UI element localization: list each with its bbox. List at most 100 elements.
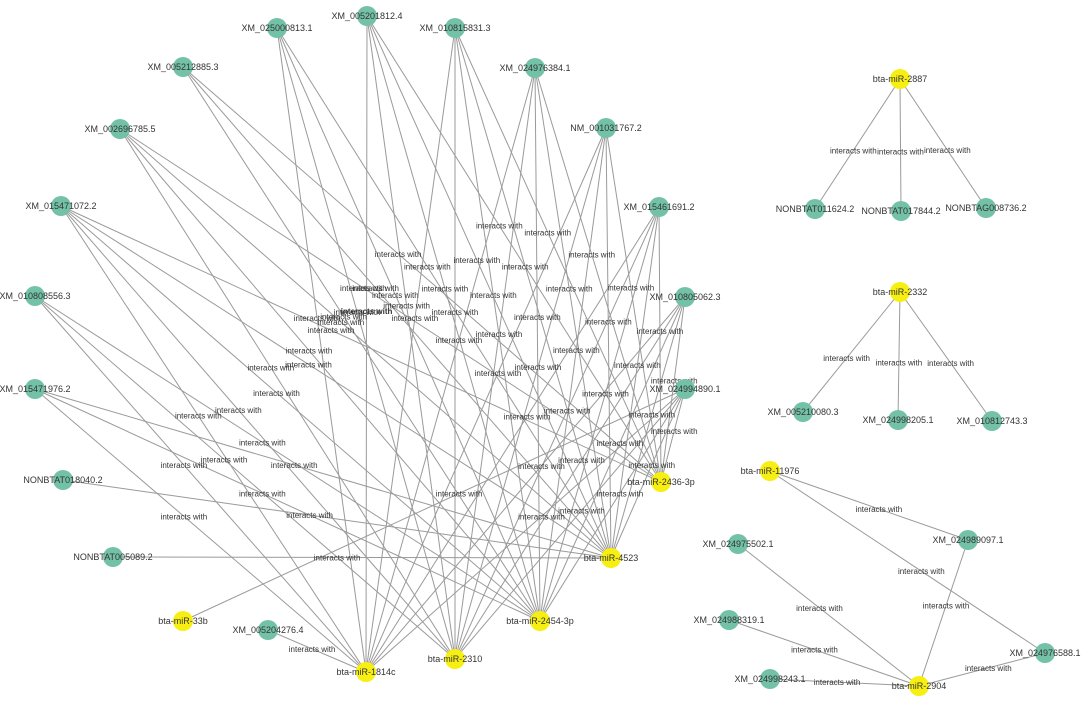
edge-bta-mir-4523-to-xm-015461691-2 — [610, 206, 660, 559]
node-circle[interactable] — [356, 662, 376, 682]
target-node-nm-001031767-2[interactable]: NM_001031767.2 — [570, 118, 642, 138]
edge-bta-mir-2454-3p-to-xm-024994890-1 — [539, 388, 686, 622]
target-node-xm-024998243-1[interactable]: XM_024998243.1 — [734, 669, 806, 689]
node-circle[interactable] — [888, 410, 908, 430]
mirna-node-bta-mir-2887[interactable]: bta-miR-2887 — [873, 69, 928, 89]
target-node-xm-025000813-1[interactable]: XM_025000813.1 — [241, 18, 313, 38]
node-circle[interactable] — [601, 548, 621, 568]
target-node-xm-015471072-2[interactable]: XM_015471072.2 — [25, 196, 97, 216]
node-circle[interactable] — [728, 534, 748, 554]
target-node-xm-005201812-4[interactable]: XM_005201812.4 — [331, 6, 403, 26]
node-circle[interactable] — [793, 402, 813, 422]
node-circle[interactable] — [530, 611, 550, 631]
node-circle[interactable] — [445, 18, 465, 38]
edge-bta-mir-4523-to-xm-015471976-2 — [34, 388, 612, 559]
mirna-node-bta-mir-4523[interactable]: bta-miR-4523 — [584, 548, 639, 568]
edge-bta-mir-2436-3p-to-xm-010805062-3 — [660, 296, 686, 483]
node-circle[interactable] — [173, 611, 193, 631]
node-circle[interactable] — [760, 461, 780, 481]
mirna-node-bta-mir-2332[interactable]: bta-miR-2332 — [873, 282, 928, 302]
node-circle[interactable] — [976, 198, 996, 218]
edge-bta-mir-4523-to-xm-024976384-1 — [534, 67, 612, 559]
target-node-xm-024976588-1[interactable]: XM_024976588.1 — [1009, 643, 1081, 663]
target-node-xm-002696785-5[interactable]: XM_002696785.5 — [84, 119, 156, 139]
target-node-xm-010815831-3[interactable]: XM_010815831.3 — [419, 18, 491, 38]
node-circle[interactable] — [173, 57, 193, 77]
edge-bta-mir-4523-to-xm-005201812-4 — [366, 15, 612, 559]
target-node-nonbtag008736-2[interactable]: NONBTAG008736.2 — [945, 198, 1027, 218]
node-circle[interactable] — [258, 620, 278, 640]
node-circle[interactable] — [110, 119, 130, 139]
node-circle[interactable] — [675, 287, 695, 307]
node-circle[interactable] — [805, 199, 825, 219]
target-node-nonbtat011624-2[interactable]: NONBTAT011624.2 — [776, 199, 855, 219]
node-circle[interactable] — [445, 649, 465, 669]
node-circle[interactable] — [890, 69, 910, 89]
mirna-node-bta-mir-2904[interactable]: bta-miR-2904 — [892, 676, 947, 696]
edge-label: interacts with — [524, 228, 571, 237]
target-node-xm-010805062-3[interactable]: XM_010805062.3 — [649, 287, 721, 307]
edge-bta-mir-4523-to-xm-010815831-3 — [454, 27, 612, 559]
edge-bta-mir-2436-3p-to-xm-005201812-4 — [366, 15, 662, 483]
target-node-nonbtat018040-2[interactable]: NONBTAT018040.2 — [23, 470, 103, 490]
node-circle[interactable] — [25, 379, 45, 399]
edge-bta-mir-2904-to-xm-024976588-1 — [918, 652, 1046, 687]
edge-label: interacts with — [637, 327, 684, 336]
node-circle[interactable] — [675, 379, 695, 399]
edge-bta-mir-4523-to-xm-002696785-5 — [119, 128, 612, 559]
node-circle[interactable] — [596, 118, 616, 138]
node-circle[interactable] — [357, 6, 377, 26]
node-circle[interactable] — [51, 196, 71, 216]
target-node-xm-005204276-4[interactable]: XM_005204276.4 — [232, 620, 304, 640]
target-node-xm-024988319-1[interactable]: XM_024988319.1 — [693, 610, 765, 630]
target-node-xm-015471976-2[interactable]: XM_015471976.2 — [0, 379, 71, 399]
node-label: XM_024975502.1 — [702, 539, 773, 549]
mirna-node-bta-mir-2454-3p[interactable]: bta-miR-2454-3p — [506, 611, 574, 631]
edge-bta-mir-2332-to-xm-024998205-1 — [897, 291, 901, 421]
edge-label: interacts with — [375, 250, 422, 259]
node-circle[interactable] — [651, 472, 671, 492]
edge-bta-mir-2454-3p-to-xm-010805062-3 — [539, 296, 686, 622]
node-circle[interactable] — [25, 286, 45, 306]
edge-label: interacts with — [239, 489, 286, 498]
node-label: NM_001031767.2 — [570, 123, 642, 133]
edge-label: interacts with — [475, 369, 522, 378]
edge-bta-mir-2310-to-nm-001031767-2 — [454, 127, 607, 660]
node-circle[interactable] — [1035, 643, 1055, 663]
target-node-xm-024994890-1[interactable]: XM_024994890.1 — [649, 379, 721, 399]
edge-label: interacts with — [161, 461, 208, 470]
node-circle[interactable] — [760, 669, 780, 689]
mirna-node-bta-mir-1814c[interactable]: bta-miR-1814c — [336, 662, 396, 682]
edge-label: interacts with — [614, 361, 661, 370]
edge-label: interacts with — [247, 364, 294, 373]
edge-bta-mir-4523-to-nonbtat005089-2 — [112, 556, 612, 559]
node-circle[interactable] — [958, 530, 978, 550]
node-circle[interactable] — [53, 470, 73, 490]
mirna-node-bta-mir-2310[interactable]: bta-miR-2310 — [428, 649, 483, 669]
target-node-xm-024975502-1[interactable]: XM_024975502.1 — [702, 534, 774, 554]
target-node-xm-005210080-3[interactable]: XM_005210080.3 — [767, 402, 839, 422]
node-circle[interactable] — [525, 58, 545, 78]
target-node-nonbtat005089-2[interactable]: NONBTAT005089.2 — [73, 547, 153, 567]
target-node-xm-024998205-1[interactable]: XM_024998205.1 — [862, 410, 934, 430]
target-node-xm-024989097-1[interactable]: XM_024989097.1 — [932, 530, 1004, 550]
target-node-xm-010808556-3[interactable]: XM_010808556.3 — [0, 286, 71, 306]
node-circle[interactable] — [267, 18, 287, 38]
node-circle[interactable] — [103, 547, 123, 567]
edge-label: interacts with — [392, 314, 439, 323]
mirna-node-bta-mir-11976[interactable]: bta-miR-11976 — [741, 461, 800, 481]
node-circle[interactable] — [890, 282, 910, 302]
target-node-xm-010812743-3[interactable]: XM_010812743.3 — [956, 411, 1028, 431]
mirna-node-bta-mir-33b[interactable]: bta-miR-33b — [158, 611, 208, 631]
target-node-nonbtat017844-2[interactable]: NONBTAT017844.2 — [861, 201, 941, 221]
node-circle[interactable] — [649, 197, 669, 217]
target-node-xm-015461691-2[interactable]: XM_015461691.2 — [623, 197, 695, 217]
target-node-xm-005212885-3[interactable]: XM_005212885.3 — [147, 57, 219, 77]
edge-label: interacts with — [271, 461, 318, 470]
target-node-xm-024976384-1[interactable]: XM_024976384.1 — [499, 58, 571, 78]
mirna-node-bta-mir-2436-3p[interactable]: bta-miR-2436-3p — [627, 472, 695, 492]
node-circle[interactable] — [982, 411, 1002, 431]
node-circle[interactable] — [891, 201, 911, 221]
node-circle[interactable] — [719, 610, 739, 630]
node-circle[interactable] — [909, 676, 929, 696]
